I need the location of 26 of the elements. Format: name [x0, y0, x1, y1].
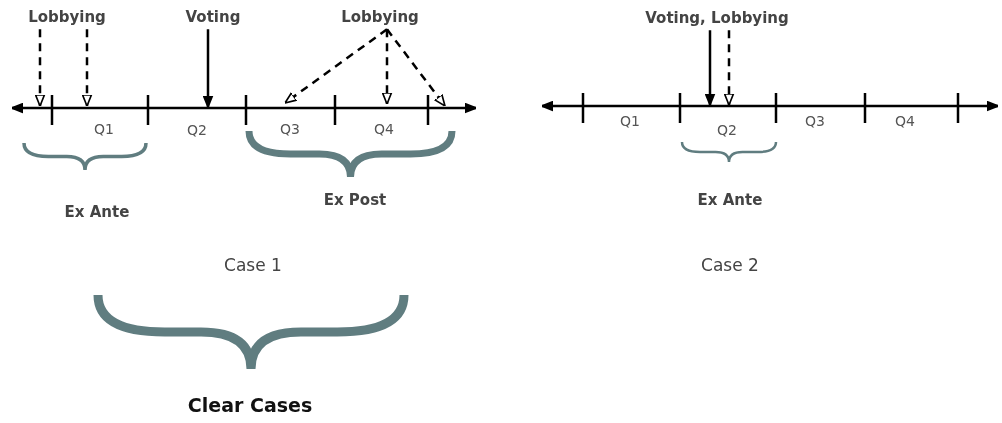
arrow — [704, 30, 716, 106]
quarter-label: Q2 — [187, 123, 207, 139]
arrow — [284, 28, 388, 104]
phase-label: Ex Ante — [64, 203, 130, 221]
event-label: Lobbying — [341, 8, 419, 26]
arrow — [34, 29, 46, 107]
arrow — [381, 29, 393, 105]
quarter-label: Q1 — [94, 122, 114, 138]
quarter-label: Q4 — [895, 114, 915, 130]
event-label: Voting, Lobbying — [645, 9, 789, 27]
case-label: Case 1 — [224, 255, 282, 275]
quarter-label: Q4 — [374, 122, 394, 138]
event-label: Lobbying — [28, 8, 106, 26]
phase-label: Ex Post — [323, 191, 387, 209]
arrow — [202, 29, 214, 108]
quarter-label: Q3 — [805, 114, 825, 130]
arrow — [81, 29, 93, 107]
arrow — [723, 30, 735, 106]
event-label: Voting — [185, 8, 241, 26]
quarter-label: Q1 — [620, 114, 640, 130]
quarter-label: Q2 — [717, 123, 737, 139]
phase-label: Ex Ante — [697, 191, 763, 209]
quarter-label: Q3 — [280, 122, 300, 138]
arrow — [386, 28, 446, 107]
case-label: Case 2 — [701, 255, 759, 275]
group-label: Clear Cases — [187, 394, 313, 416]
